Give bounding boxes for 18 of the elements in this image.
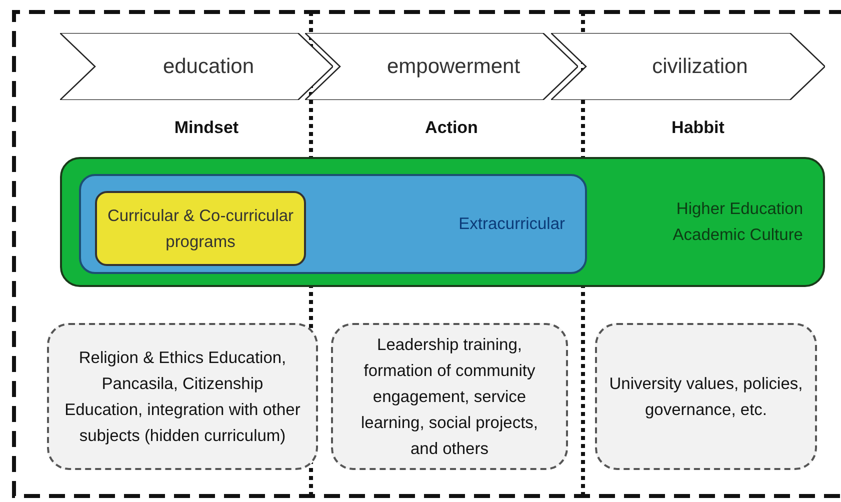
stage-label: empowerment: [386, 54, 520, 80]
node-text: Religion & Ethics Education, Pancasila, Citizenship Education, integration with other subjects (hidden curriculum): [64, 348, 302, 446]
extracurricular-panel: [79, 174, 587, 274]
node-text: Leadership training, formation of community engagement, service learning, social projects, and others: [360, 334, 539, 460]
description-box: [595, 323, 817, 470]
node-text: Higher Education Academic Culture: [672, 199, 803, 246]
program-box: [95, 191, 306, 266]
description-box: [47, 323, 318, 470]
description-box: [331, 323, 568, 470]
culture-panel: [60, 157, 825, 287]
stage-label: education: [162, 54, 254, 80]
node-text: Curricular & Co-curricular programs: [106, 206, 295, 252]
stage-caption: Mindset: [173, 117, 240, 139]
stage-caption: Habbit: [670, 117, 726, 139]
stage-label: civilization: [651, 54, 748, 80]
node-text: Extracurricular: [458, 214, 565, 235]
node-text: University values, policies, governance, etc.: [609, 374, 803, 420]
stage-caption: Action: [424, 117, 479, 139]
